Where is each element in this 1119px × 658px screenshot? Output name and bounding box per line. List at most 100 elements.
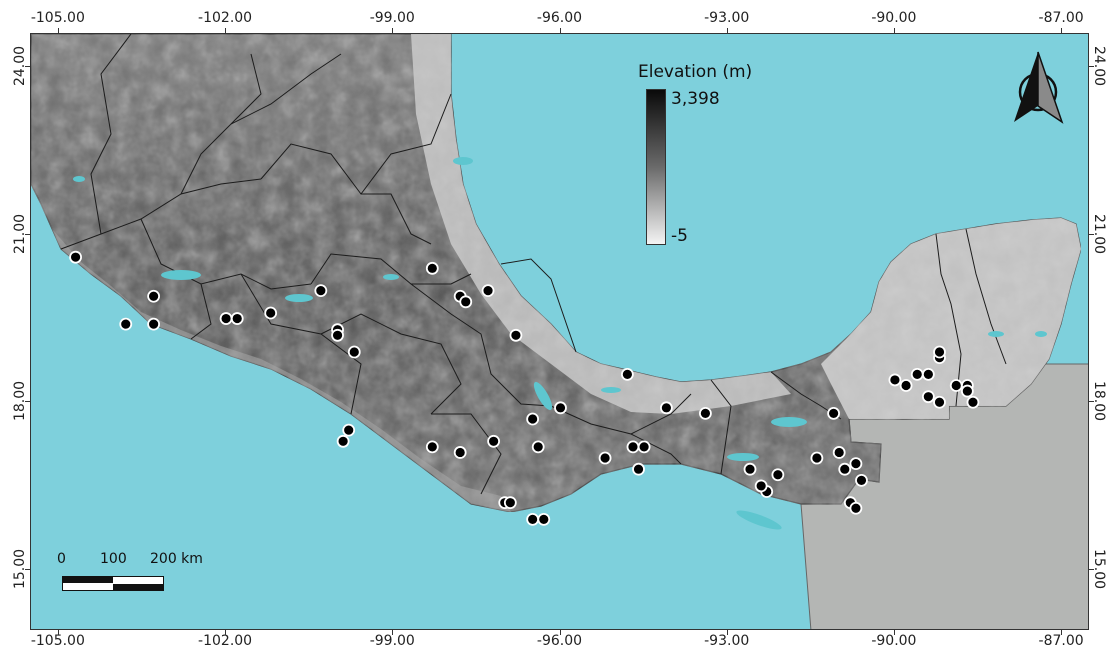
site-marker[interactable] xyxy=(598,451,612,465)
tick-mark xyxy=(559,28,561,33)
scale-segment-2 xyxy=(113,584,163,590)
site-marker[interactable] xyxy=(849,501,863,515)
site-marker[interactable] xyxy=(626,440,640,454)
site-marker[interactable] xyxy=(933,345,946,359)
site-marker[interactable] xyxy=(960,384,974,398)
site-marker[interactable] xyxy=(481,284,495,298)
bottom-tick-label: -90.00 xyxy=(871,633,917,649)
site-marker[interactable] xyxy=(425,261,439,275)
tick-mark xyxy=(392,630,394,635)
site-marker[interactable] xyxy=(754,479,768,493)
site-marker[interactable] xyxy=(921,390,935,404)
site-marker[interactable] xyxy=(771,468,785,482)
site-marker[interactable] xyxy=(509,328,523,342)
site-marker[interactable] xyxy=(331,328,344,342)
site-marker[interactable] xyxy=(637,440,651,454)
site-marker[interactable] xyxy=(453,446,467,459)
site-marker[interactable] xyxy=(838,462,852,476)
site-marker[interactable] xyxy=(899,379,913,392)
site-marker[interactable] xyxy=(966,395,980,409)
bottom-tick-label: -87.00 xyxy=(1038,633,1084,649)
top-tick-label: -90.00 xyxy=(871,10,917,26)
site-marker[interactable] xyxy=(342,423,356,437)
tick-mark xyxy=(726,630,728,635)
site-marker[interactable] xyxy=(347,345,361,359)
tick-mark xyxy=(25,568,30,570)
site-marker[interactable] xyxy=(949,379,963,392)
top-tick-label: -102.00 xyxy=(198,10,253,26)
legend-title: Elevation (m) xyxy=(638,62,753,82)
tick-mark xyxy=(25,233,30,235)
north-arrow-icon xyxy=(1014,51,1064,124)
site-marker[interactable] xyxy=(620,367,634,381)
elevation-map[interactable] xyxy=(30,33,1089,630)
bottom-tick-label: -99.00 xyxy=(369,633,415,649)
site-marker[interactable] xyxy=(632,462,645,476)
tick-mark xyxy=(893,630,895,635)
tick-mark xyxy=(1061,28,1063,33)
site-marker[interactable] xyxy=(910,367,924,381)
site-marker[interactable] xyxy=(459,295,473,309)
scale-label-200: 200 km xyxy=(150,551,203,567)
site-marker[interactable] xyxy=(810,451,824,465)
site-marker[interactable] xyxy=(933,395,946,409)
tick-mark xyxy=(559,630,561,635)
yucatan-lowland xyxy=(821,218,1081,419)
site-marker[interactable] xyxy=(537,513,551,526)
site-marker[interactable] xyxy=(531,440,545,454)
bottom-tick-label: -102.00 xyxy=(198,633,253,649)
site-marker[interactable] xyxy=(147,289,161,303)
site-marker[interactable] xyxy=(832,446,846,459)
tick-mark xyxy=(893,28,895,33)
top-tick-label: -99.00 xyxy=(369,10,415,26)
scale-bar xyxy=(62,576,164,591)
site-marker[interactable] xyxy=(849,457,863,471)
tick-mark xyxy=(392,28,394,33)
bottom-tick-label: -105.00 xyxy=(30,633,85,649)
site-marker[interactable] xyxy=(314,284,328,298)
tick-mark xyxy=(1089,568,1094,570)
site-marker[interactable] xyxy=(526,513,540,526)
tick-mark xyxy=(25,66,30,68)
site-marker[interactable] xyxy=(147,317,161,331)
tick-mark xyxy=(25,401,30,403)
site-marker[interactable] xyxy=(487,434,501,448)
site-marker[interactable] xyxy=(921,367,935,381)
site-marker[interactable] xyxy=(743,462,757,476)
site-marker[interactable] xyxy=(425,440,439,454)
elevation-colorbar xyxy=(646,89,666,245)
tick-mark xyxy=(726,28,728,33)
site-marker[interactable] xyxy=(336,434,350,448)
top-tick-label: -93.00 xyxy=(704,10,750,26)
scale-label-100: 100 xyxy=(100,551,127,567)
legend-min-label: -5 xyxy=(671,226,688,246)
site-marker[interactable] xyxy=(503,496,517,510)
site-marker[interactable] xyxy=(699,407,712,420)
top-tick-label: -96.00 xyxy=(536,10,583,26)
site-marker[interactable] xyxy=(855,473,868,487)
tick-mark xyxy=(1061,630,1063,635)
site-marker[interactable] xyxy=(888,373,902,387)
site-marker[interactable] xyxy=(230,312,244,325)
site-marker[interactable] xyxy=(219,312,233,325)
tick-mark xyxy=(57,630,59,635)
scale-segment-1 xyxy=(63,577,113,583)
water-bodies xyxy=(73,157,1047,530)
site-marker[interactable] xyxy=(660,401,673,415)
site-marker[interactable] xyxy=(526,412,540,426)
tick-mark xyxy=(225,28,227,33)
site-marker[interactable] xyxy=(554,401,567,415)
top-tick-label: -105.00 xyxy=(30,10,85,26)
tick-mark xyxy=(225,630,227,635)
map-canvas xyxy=(31,34,1088,629)
site-marker[interactable] xyxy=(827,407,841,420)
tick-mark xyxy=(1089,233,1094,235)
legend-max-label: 3,398 xyxy=(671,89,720,109)
site-marker[interactable] xyxy=(264,306,278,320)
site-marker[interactable] xyxy=(69,250,82,264)
site-marker[interactable] xyxy=(119,317,133,331)
gulf-coastal-plain xyxy=(411,34,791,414)
tick-mark xyxy=(1089,401,1094,403)
site-markers xyxy=(69,250,980,526)
